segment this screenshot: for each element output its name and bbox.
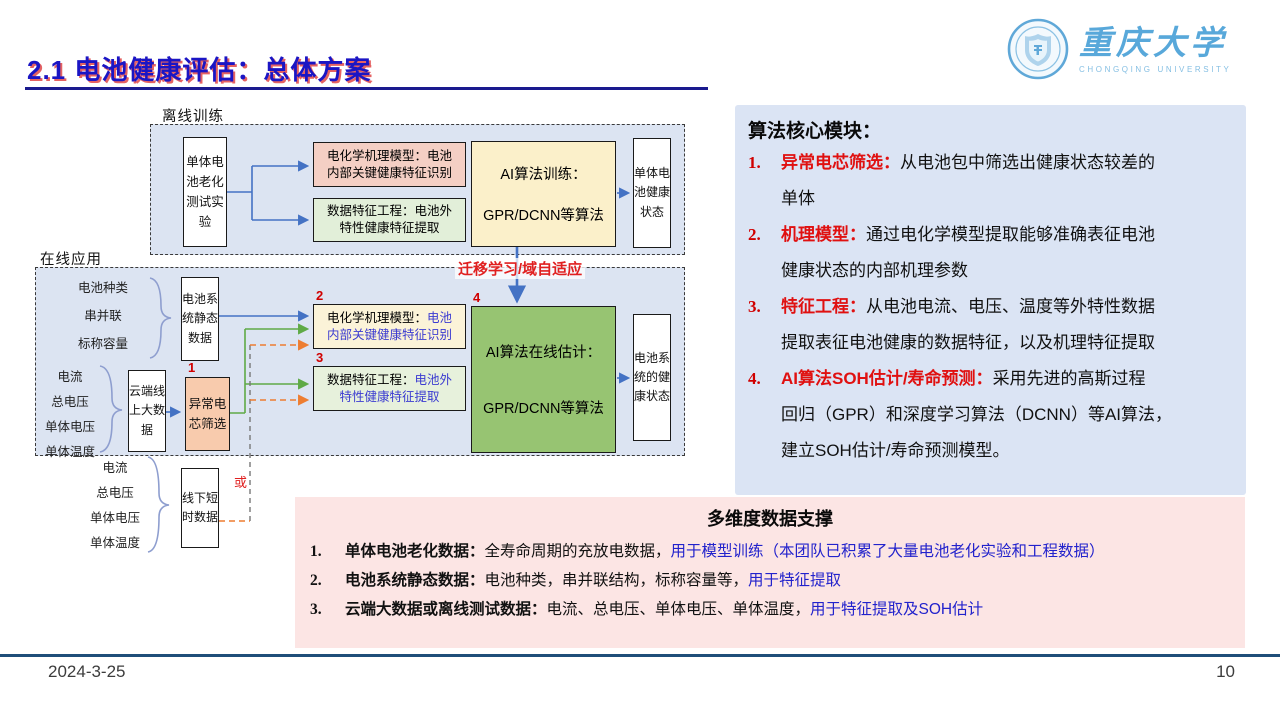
logo-cn-text: 重庆大学 bbox=[1079, 26, 1227, 62]
node-battery-aging-test: 单体电池老化测试实验 bbox=[183, 137, 227, 247]
step-number-3: 3 bbox=[316, 350, 324, 365]
core-module-item-1: 1.异常电芯筛选：从电池包中筛选出健康状态较差的 单体 bbox=[748, 153, 1155, 208]
data-support-item-2: 2.电池系统静态数据：电池种类，串并联结构，标称容量等，用于特征提取 bbox=[310, 572, 842, 589]
core-module-item-3: 3.特征工程：从电池电流、电压、温度等外特性数据 提取表征电池健康的数据特征，以… bbox=[748, 297, 1155, 352]
input-battery-type: 电池种类 bbox=[77, 281, 128, 295]
node-static-data: 电池系统静态数据 bbox=[181, 277, 219, 361]
node-feature-eng-online: 数据特征工程：电池外 特性健康特征提取 bbox=[313, 366, 466, 411]
input-cell-temperature-2: 单体温度 bbox=[89, 536, 140, 550]
offline-section-label: 离线训练 bbox=[162, 109, 224, 125]
node-em-model-online: 电化学机理模型：电池 内部关键健康特征识别 bbox=[313, 304, 466, 349]
page-number: 10 bbox=[1216, 662, 1235, 681]
core-module-item-4: 4.AI算法SOH估计/寿命预测：采用先进的高斯过程 回归（GPR）和深度学习算… bbox=[748, 369, 1173, 460]
step-number-2: 2 bbox=[316, 288, 324, 303]
input-series-parallel: 串并联 bbox=[84, 309, 122, 323]
logo-en-text: CHONGQING UNIVERSITY bbox=[1079, 65, 1232, 74]
input-nominal-capacity: 标称容量 bbox=[77, 337, 128, 351]
core-modules-panel: 算法核心模块： 1.异常电芯筛选：从电池包中筛选出健康状态较差的 单体 2.机理… bbox=[735, 105, 1246, 495]
footer-date: 2024-3-25 bbox=[48, 662, 126, 681]
input-current: 电流 bbox=[57, 370, 83, 384]
node-ai-online-estimation: AI算法在线估计： GPR/DCNN等算法 bbox=[471, 306, 616, 453]
transfer-learning-label: 迁移学习/域自适应 bbox=[455, 258, 586, 279]
node-em-model-offline: 电化学机理模型：电池 内部关键健康特征识别 bbox=[313, 142, 466, 187]
node-feature-eng-offline: 数据特征工程：电池外 特性健康特征提取 bbox=[313, 198, 466, 242]
page-title: 2.1 电池健康评估：总体方案 bbox=[27, 55, 372, 85]
university-emblem-icon bbox=[1005, 16, 1071, 87]
or-label: 或 bbox=[234, 475, 248, 490]
input-cell-temperature: 单体温度 bbox=[44, 445, 95, 459]
node-cell-soh-output: 单体电池健康状态 bbox=[633, 138, 671, 248]
input-cell-voltage: 单体电压 bbox=[44, 420, 95, 434]
input-cell-voltage-2: 单体电压 bbox=[89, 511, 140, 525]
node-abnormal-cell-screening: 异常电芯筛选 bbox=[185, 377, 230, 451]
data-support-item-3: 3.云端大数据或离线测试数据：电流、总电压、单体电压、单体温度，用于特征提取及S… bbox=[310, 601, 984, 618]
node-system-soh-output: 电池系统的健康状态 bbox=[633, 314, 671, 441]
node-offline-short-data: 线下短时数据 bbox=[181, 468, 219, 548]
university-logo: 重庆大学 CHONGQING UNIVERSITY bbox=[1005, 12, 1245, 90]
core-modules-heading: 算法核心模块： bbox=[748, 121, 882, 142]
data-support-panel: 多维度数据支撑 1.单体电池老化数据：全寿命周期的充放电数据，用于模型训练（本团… bbox=[295, 497, 1245, 648]
title-underline bbox=[25, 87, 708, 90]
input-total-voltage: 总电压 bbox=[51, 395, 89, 409]
step-number-4: 4 bbox=[473, 290, 481, 305]
input-current-2: 电流 bbox=[102, 461, 128, 475]
step-number-1: 1 bbox=[188, 360, 196, 375]
footer-divider bbox=[0, 654, 1280, 657]
node-ai-training: AI算法训练： GPR/DCNN等算法 bbox=[471, 141, 616, 247]
data-support-item-1: 1.单体电池老化数据：全寿命周期的充放电数据，用于模型训练（本团队已积累了大量电… bbox=[310, 543, 1105, 560]
online-section-label: 在线应用 bbox=[40, 252, 102, 268]
node-cloud-data: 云端线上大数据 bbox=[128, 370, 166, 452]
input-total-voltage-2: 总电压 bbox=[96, 486, 134, 500]
data-support-heading: 多维度数据支撑 bbox=[707, 509, 833, 529]
core-module-item-2: 2.机理模型：通过电化学模型提取能够准确表征电池 健康状态的内部机理参数 bbox=[748, 225, 1155, 280]
